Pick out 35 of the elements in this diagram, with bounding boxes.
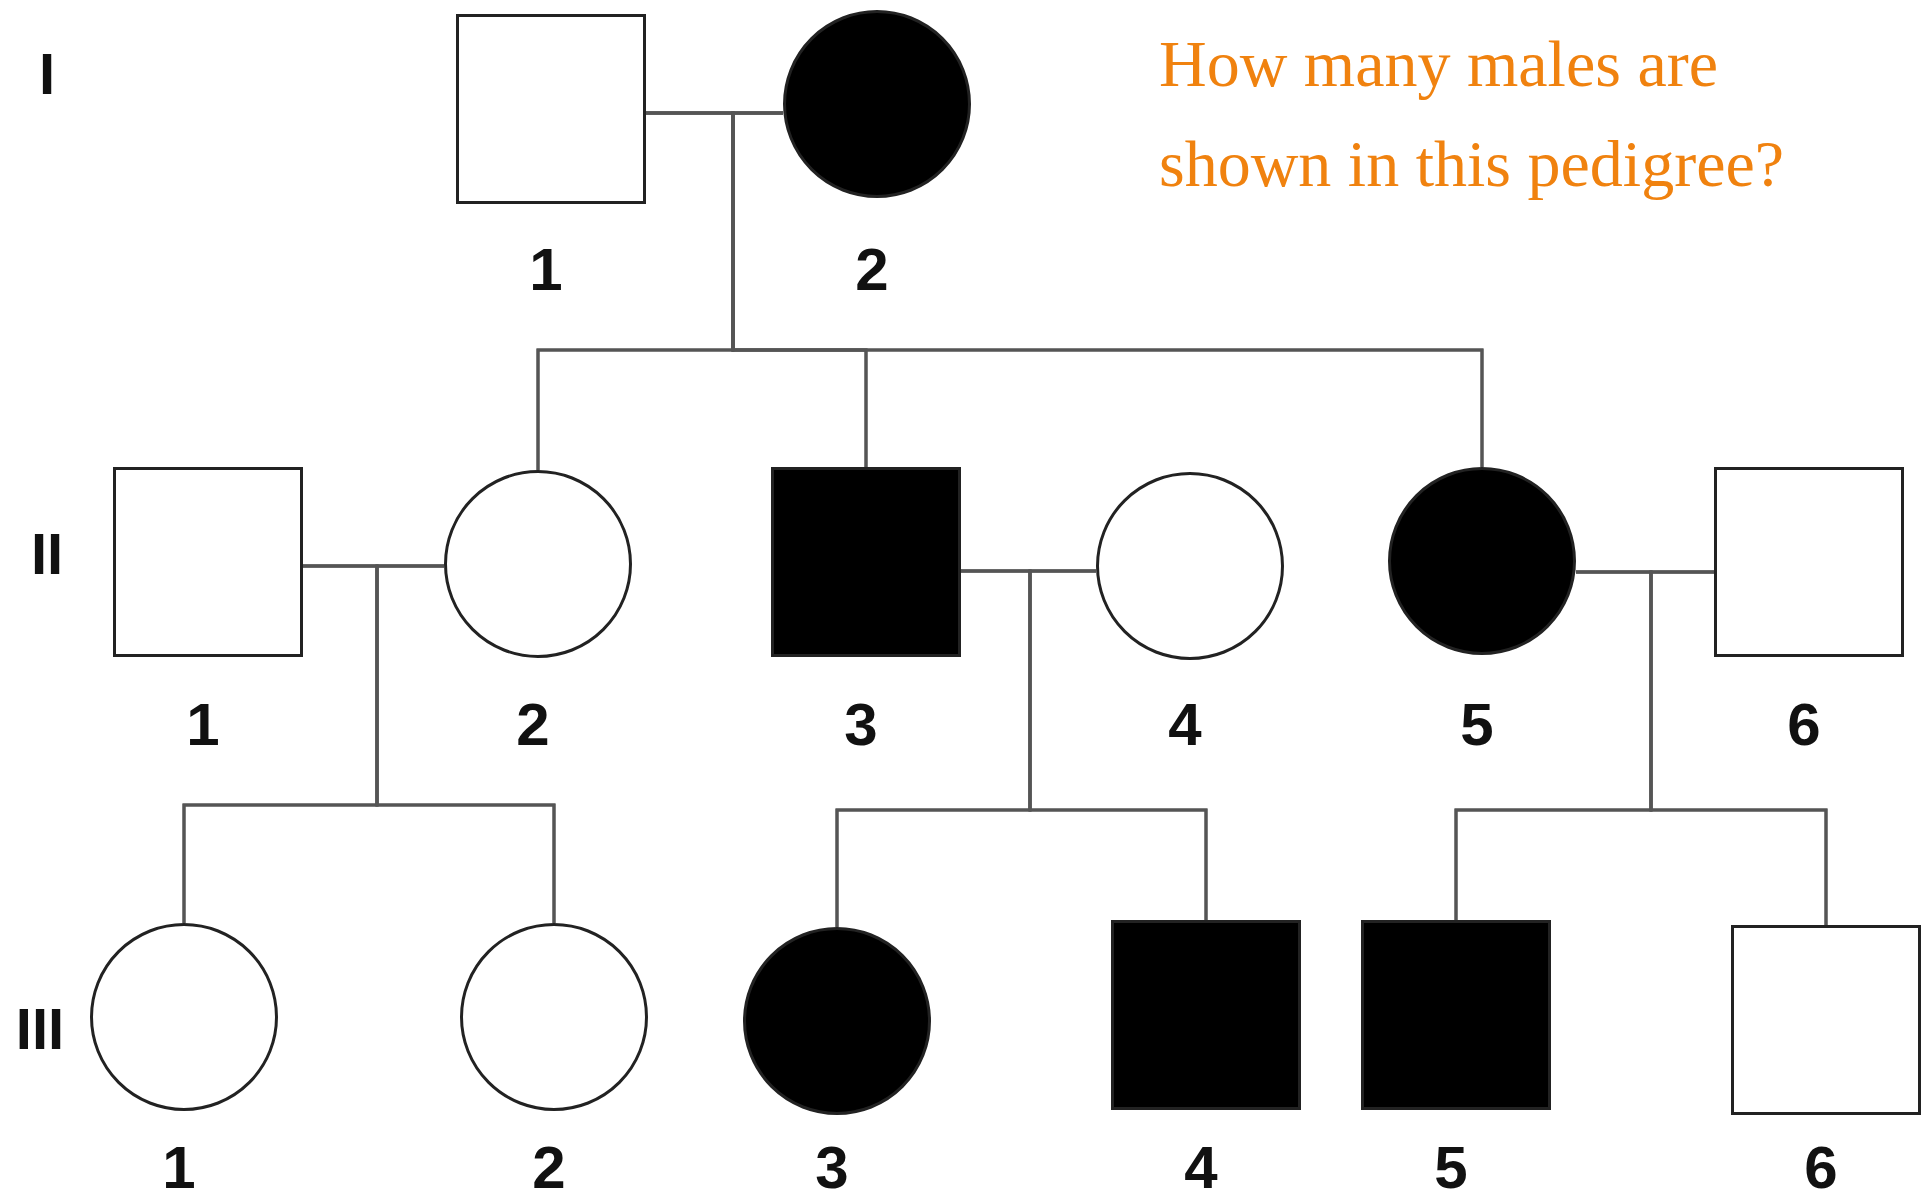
question-title: How many males are shown in this pedigree? <box>1159 26 1786 202</box>
descent-line <box>1028 569 1208 920</box>
individual-number: 4 <box>1168 695 1202 755</box>
male-square <box>1731 925 1921 1115</box>
female-circle <box>1096 472 1284 660</box>
generation-label: III <box>15 1000 65 1058</box>
individual-number: 1 <box>186 695 220 755</box>
affected-male-square <box>1361 920 1551 1110</box>
male-square <box>456 14 646 204</box>
individual-number: 1 <box>529 240 563 300</box>
individual-number: 3 <box>844 695 878 755</box>
generation-label: I <box>38 45 56 103</box>
female-circle <box>444 470 632 658</box>
individual-number: 1 <box>162 1138 196 1198</box>
affected-male-square <box>1111 920 1301 1110</box>
male-square <box>1714 467 1904 657</box>
individual-number: 4 <box>1184 1138 1218 1198</box>
affected-female-circle <box>1388 467 1576 655</box>
generation-label: II <box>30 525 64 583</box>
individual-number: 2 <box>516 695 550 755</box>
female-circle <box>90 923 278 1111</box>
individual-number: 5 <box>1434 1138 1468 1198</box>
affected-male-square <box>771 467 961 657</box>
individual-number: 3 <box>815 1138 849 1198</box>
female-circle <box>460 923 648 1111</box>
affected-female-circle <box>783 10 971 198</box>
descent-line <box>1649 570 1828 925</box>
individual-number: 5 <box>1460 695 1494 755</box>
individual-number: 2 <box>855 240 889 300</box>
individual-number: 2 <box>532 1138 566 1198</box>
individual-number: 6 <box>1804 1138 1838 1198</box>
descent-line <box>375 564 556 923</box>
male-square <box>113 467 303 657</box>
individual-number: 6 <box>1787 695 1821 755</box>
affected-female-circle <box>743 927 931 1115</box>
